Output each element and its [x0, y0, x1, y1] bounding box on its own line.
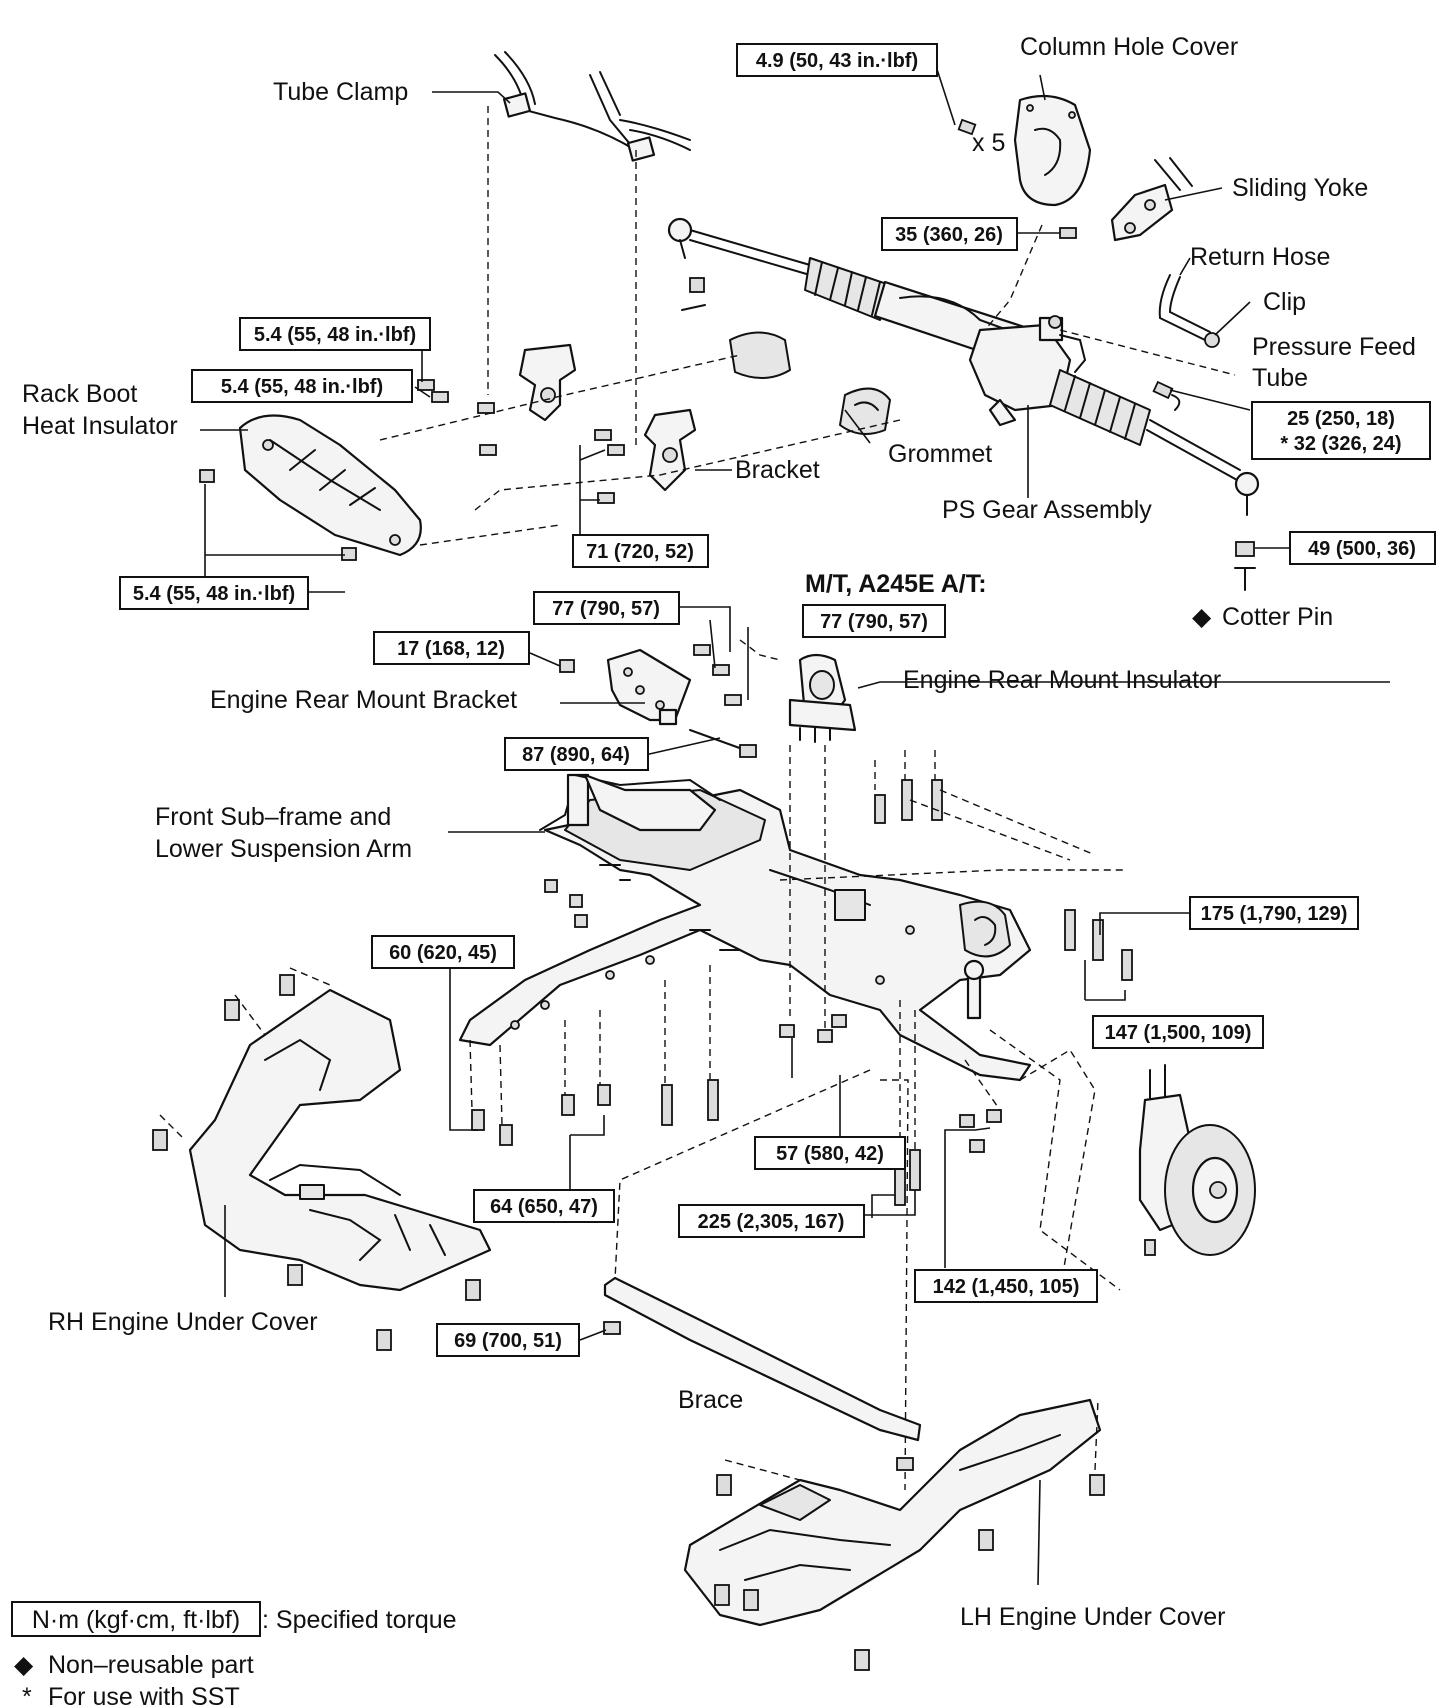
label-pressure-feed-tube-line2: Tube [1252, 364, 1308, 392]
torque-subframe-5: 57 (580, 42) [776, 1143, 884, 1165]
legend-diamond-icon: ◆ [14, 1651, 34, 1679]
torque-tube-clamp-1: 5.4 (55, 48 in.·lbf) [254, 324, 416, 346]
bracket-parts [518, 343, 697, 492]
diamond-cotter-pin: ◆ [1192, 603, 1212, 631]
label-cotter-pin: Cotter Pin [1222, 603, 1333, 631]
torque-boxes [11, 43, 1436, 1637]
legend-star: * [22, 1683, 32, 1708]
legend-sst: For use with SST [48, 1683, 240, 1708]
label-tube-clamp: Tube Clamp [273, 78, 408, 106]
legend-unit: N·m (kgf·cm, ft·lbf) [32, 1606, 240, 1634]
label-column-hole-cover: Column Hole Cover [1020, 33, 1238, 61]
brace-part [603, 1276, 922, 1442]
ps-gear-assembly-part [667, 217, 1260, 516]
insulator-bolt-bottom [341, 547, 357, 561]
bracket-bolts [417, 379, 625, 504]
rh-engine-under-cover-part [188, 988, 492, 1292]
torque-brace: 69 (700, 51) [454, 1330, 562, 1352]
torque-subframe-3: 60 (620, 45) [389, 942, 497, 964]
legend-nonreusable: Non–reusable part [48, 1651, 254, 1679]
mount-guide [739, 639, 781, 661]
torque-subframe-1: 175 (1,790, 129) [1201, 903, 1348, 925]
legend: N·m (kgf·cm, ft·lbf) : Specified torque … [14, 1606, 457, 1708]
torque-mount-bracket-1: 77 (790, 57) [552, 598, 660, 620]
part-labels: Tube Clamp Column Hole Cover x 5 Sliding… [22, 33, 1416, 1631]
torque-mount-bracket-4: 87 (890, 64) [522, 744, 630, 766]
left-tie-rod-nut [681, 277, 706, 311]
torque-heat-insulator: 5.4 (55, 48 in.·lbf) [133, 583, 295, 605]
torque-subframe-4: 64 (650, 47) [490, 1196, 598, 1218]
torque-subframe-6: 225 (2,305, 167) [698, 1211, 845, 1233]
leader-lines [200, 59, 1390, 1586]
label-subframe-line2: Lower Suspension Arm [155, 835, 412, 863]
engine-rear-mount-bracket-part [606, 648, 692, 726]
label-brace: Brace [678, 1386, 743, 1414]
label-lh-engine-under-cover: LH Engine Under Cover [960, 1603, 1225, 1631]
label-rh-engine-under-cover: RH Engine Under Cover [48, 1308, 318, 1336]
grommet-parts [729, 331, 891, 435]
pressure-feed-bolt [1152, 380, 1181, 411]
yoke-bolt [1059, 227, 1077, 239]
brace-bolt-left [603, 1321, 621, 1335]
label-rack-boot-line1: Rack Boot [22, 380, 137, 408]
front-subframe-part [458, 773, 1032, 1082]
torque-subframe-2: 147 (1,500, 109) [1105, 1022, 1252, 1044]
brace-bolt-right [896, 1457, 914, 1471]
cotter-pin-part [1234, 567, 1256, 591]
label-bracket: Bracket [735, 456, 820, 484]
torque-tube-clamp-2: 5.4 (55, 48 in.·lbf) [221, 376, 383, 398]
torque-pressure-feed-b: * 32 (326, 24) [1280, 433, 1401, 455]
label-rack-boot-line2: Heat Insulator [22, 412, 178, 440]
label-mt-heading: M/T, A245E A/T: [805, 570, 987, 598]
tierod-nut [1235, 541, 1255, 557]
column-bolt [957, 118, 977, 136]
engine-rear-mount-insulator-part [788, 653, 857, 743]
torque-sliding-yoke: 35 (360, 26) [895, 224, 1003, 246]
rh-cover-bolts [152, 967, 481, 1351]
label-engine-rear-mount-insulator: Engine Rear Mount Insulator [903, 666, 1221, 694]
label-sliding-yoke: Sliding Yoke [1232, 174, 1368, 202]
lh-cover-bolts [714, 1399, 1105, 1671]
label-ps-gear-assembly: PS Gear Assembly [942, 496, 1152, 524]
label-subframe-line1: Front Sub–frame and [155, 803, 391, 831]
torque-subframe-7: 142 (1,450, 105) [933, 1276, 1080, 1298]
label-pressure-feed-tube-line1: Pressure Feed [1252, 333, 1416, 361]
label-x5: x 5 [972, 129, 1005, 157]
torque-column-cover: 4.9 (50, 43 in.·lbf) [756, 50, 918, 72]
legend-specified-torque: : Specified torque [262, 1606, 457, 1634]
label-return-hose: Return Hose [1190, 243, 1330, 271]
mount-bolts [559, 644, 757, 758]
tube-clamp-part [502, 92, 656, 162]
steering-knuckle-part [1138, 1064, 1256, 1256]
pressure-tubes [494, 51, 691, 151]
label-grommet: Grommet [888, 440, 992, 468]
label-engine-rear-mount-bracket: Engine Rear Mount Bracket [210, 686, 517, 714]
torque-values: 4.9 (50, 43 in.·lbf) 35 (360, 26) 5.4 (5… [133, 50, 1416, 1352]
torque-mount-bracket-2: 77 (790, 57) [820, 611, 928, 633]
rack-boot-heat-insulator-part [238, 414, 422, 557]
torque-tie-rod-nut: 49 (500, 36) [1308, 538, 1416, 560]
torque-pressure-feed-a: 25 (250, 18) [1287, 408, 1395, 430]
torque-bracket: 71 (720, 52) [586, 541, 694, 563]
label-clip: Clip [1263, 288, 1306, 316]
column-hole-cover-part [1013, 94, 1092, 207]
insulator-bolt-top [199, 469, 215, 483]
sliding-yoke-part [1110, 157, 1193, 242]
lh-engine-under-cover-part [683, 1398, 1102, 1627]
torque-mount-bracket-3: 17 (168, 12) [397, 638, 505, 660]
return-hose-part [1158, 274, 1220, 348]
